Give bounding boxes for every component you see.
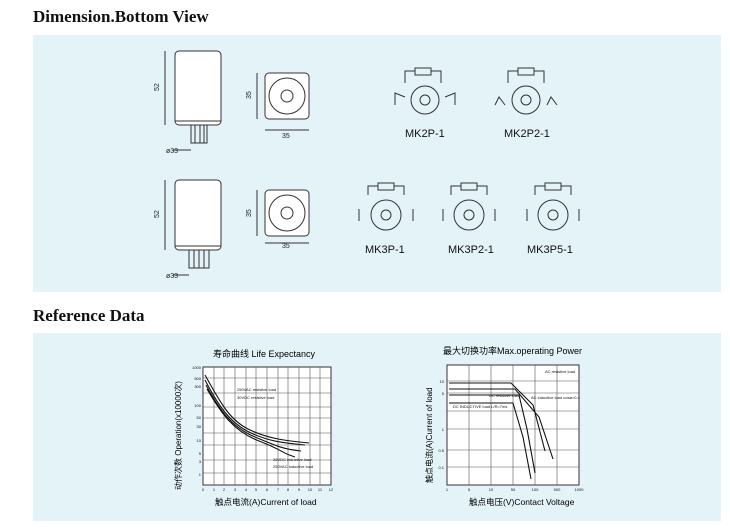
mk2p21-coil bbox=[517, 67, 535, 76]
life-ytick: 1 bbox=[199, 472, 202, 477]
life-ann-3: 250VAC inductive load bbox=[273, 464, 313, 469]
mk2p-bottom-view bbox=[264, 72, 310, 120]
mk3p51-coil bbox=[544, 182, 562, 191]
power-xtick: 5 bbox=[468, 487, 471, 492]
power-ytick: 0.1 bbox=[438, 465, 444, 470]
power-xtick: 1000 bbox=[575, 487, 585, 492]
life-ytick: 50 bbox=[197, 415, 202, 420]
mk3p-base-height-label: 35 bbox=[246, 209, 253, 217]
life-xtick: 10 bbox=[308, 487, 313, 492]
model-mk3p51: MK3P5-1 bbox=[527, 244, 573, 256]
life-xtick: 2 bbox=[223, 487, 226, 492]
life-xtick: 3 bbox=[234, 487, 237, 492]
mk2p-base-height-label: 35 bbox=[246, 91, 253, 99]
life-chart-curves bbox=[204, 374, 310, 458]
dimension-panel: 52 35 35 ø33 52 35 35 ø33 MK2P-1 MK2P2-1… bbox=[33, 35, 721, 292]
mk2p-pin-label: ø33 bbox=[166, 148, 178, 155]
dimension-drawings: 52 35 35 ø33 52 35 35 ø33 MK2P-1 MK2P2-1… bbox=[154, 50, 580, 280]
reference-section-title: Reference Data bbox=[33, 306, 145, 325]
life-ann-1: 30VDC resistive load bbox=[237, 395, 274, 400]
power-xtick: 10 bbox=[489, 487, 494, 492]
life-chart-title: 寿命曲线 Life Expectancy bbox=[213, 348, 316, 359]
life-xtick: 6 bbox=[266, 487, 269, 492]
life-ytick: 30 bbox=[197, 424, 202, 429]
mk3p-side-body bbox=[174, 179, 222, 251]
model-mk2p1: MK2P-1 bbox=[405, 128, 445, 140]
life-ytick: 500 bbox=[194, 376, 201, 381]
mk3p-pin-label: ø33 bbox=[166, 273, 178, 280]
life-xtick: 12 bbox=[329, 487, 334, 492]
life-ytick: 100 bbox=[194, 403, 201, 408]
mk3p-base-width-label: 35 bbox=[282, 243, 290, 250]
life-chart-ylabel: 动作次数 Operation(x10000次) bbox=[173, 381, 183, 490]
power-xtick: 1 bbox=[446, 487, 449, 492]
mk2p-height-label: 52 bbox=[154, 83, 161, 91]
life-ytick: 10 bbox=[197, 438, 202, 443]
mk2p-side-body bbox=[174, 50, 222, 126]
life-xtick: 11 bbox=[318, 487, 323, 492]
power-ann-2: AC inductive load cosø=0.4 bbox=[531, 395, 581, 400]
power-chart-ylabel: 触点电流(A)Current of load bbox=[424, 387, 434, 483]
life-xtick: 4 bbox=[245, 487, 248, 492]
power-xtick: 500 bbox=[554, 487, 561, 492]
mk3p1-coil bbox=[377, 182, 395, 191]
model-mk3p21: MK3P2-1 bbox=[448, 244, 494, 256]
dimension-section-title: Dimension.Bottom View bbox=[33, 7, 209, 26]
life-xtick: 8 bbox=[287, 487, 290, 492]
mk2p-pins bbox=[190, 124, 208, 144]
power-ann-3: DC INDUCTIVE load L/R=7ms bbox=[453, 404, 507, 409]
life-ann-2: 28VDC inductive load bbox=[273, 457, 311, 462]
life-xtick: 7 bbox=[277, 487, 280, 492]
power-xtick: 100 bbox=[532, 487, 539, 492]
life-xtick: 0 bbox=[202, 487, 205, 492]
model-mk2p21: MK2P2-1 bbox=[504, 128, 550, 140]
power-ytick: 5 bbox=[442, 391, 445, 396]
life-ytick: 1000 bbox=[192, 365, 202, 370]
life-chart-xlabel: 触点电流(A)Current of load bbox=[215, 497, 317, 507]
power-chart-grid bbox=[447, 365, 579, 485]
power-ann-1: DC resistive load bbox=[489, 393, 519, 398]
power-chart-xlabel: 触点电压(V)Contact Voltage bbox=[469, 497, 575, 507]
mk2p1-coil bbox=[414, 67, 432, 76]
life-chart-grid bbox=[203, 367, 331, 485]
life-ann-0: 250VAC resistive load bbox=[237, 387, 276, 392]
mk3p-bottom-view bbox=[264, 189, 310, 237]
power-chart-curves bbox=[449, 382, 554, 480]
mk3p21-coil bbox=[460, 182, 478, 191]
mk3p-height-label: 52 bbox=[154, 210, 161, 218]
model-mk3p1: MK3P-1 bbox=[365, 244, 405, 256]
power-chart-title: 最大切换功率Max.operating Power bbox=[443, 345, 582, 356]
power-ytick: 1 bbox=[442, 427, 445, 432]
life-ytick: 5 bbox=[199, 451, 202, 456]
power-ann-0: AC resistive load bbox=[545, 369, 575, 374]
power-ytick: 0.5 bbox=[438, 448, 444, 453]
reference-charts: 寿命曲线 Life Expectancy 250VAC resistive lo… bbox=[173, 345, 585, 507]
life-ytick: 300 bbox=[194, 384, 201, 389]
life-xtick: 9 bbox=[298, 487, 301, 492]
life-xtick: 1 bbox=[213, 487, 216, 492]
mk2p-base-width-label: 35 bbox=[282, 133, 290, 140]
reference-panel: 寿命曲线 Life Expectancy 250VAC resistive lo… bbox=[33, 333, 721, 521]
life-ytick: 3 bbox=[199, 459, 202, 464]
life-xtick: 5 bbox=[255, 487, 258, 492]
power-ytick: 10 bbox=[440, 379, 445, 384]
power-xtick: 50 bbox=[511, 487, 516, 492]
